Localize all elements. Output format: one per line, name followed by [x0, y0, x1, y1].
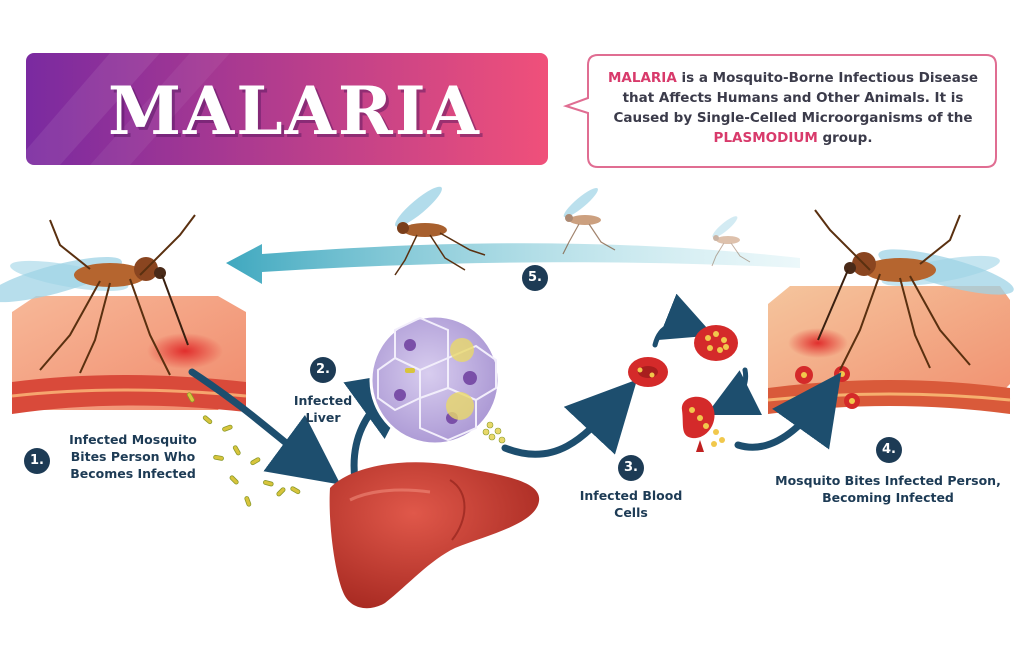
step-4-label-line: Mosquito Bites Infected Person, [775, 473, 1001, 488]
liver-icon [329, 462, 540, 609]
step-4-badge: 4. [876, 437, 902, 463]
step-2-badge: 2. [310, 357, 336, 383]
step-3-label-line: Cells [614, 505, 648, 520]
liver-cells-magnified [369, 314, 506, 446]
red-blood-cells [628, 325, 738, 452]
step-1-badge: 1. [24, 448, 50, 474]
title-banner [26, 53, 548, 165]
step-1-label: Infected Mosquito Bites Person Who Becom… [58, 431, 208, 482]
mosquito-icon [711, 216, 751, 267]
sporozoites [186, 392, 301, 507]
step-4-label-line: Becoming Infected [822, 490, 954, 505]
step-1-label-line: Becomes Infected [70, 466, 196, 481]
definition-callout [562, 54, 997, 168]
mosquito-icon [394, 186, 486, 276]
step-2-label-line: Infected [293, 393, 353, 408]
skin-block-left [11, 296, 247, 414]
step-3-label-line: Infected Blood [579, 488, 683, 503]
plasmodium-highlight: PLASMODIUM [713, 130, 818, 146]
banner-title: MALARIA [108, 72, 481, 150]
step-3-badge: 3. [618, 455, 644, 481]
mosquito-icon [562, 187, 616, 255]
skin-block-right [767, 286, 1011, 414]
step-3-label: Infected Blood Cells [564, 487, 698, 521]
step-5-badge: 5. [522, 265, 548, 291]
definition-end: group. [817, 130, 873, 146]
step-1-label-line: Infected Mosquito [69, 432, 197, 447]
malaria-highlight: MALARIA [607, 70, 677, 86]
step-2-label-line: Liver [305, 410, 341, 425]
mosquito-icon [0, 214, 196, 376]
mosquito-icon [814, 209, 1014, 371]
definition-text: MALARIA is a Mosquito-Borne Infectious D… [600, 68, 986, 148]
step-4-label: Mosquito Bites Infected Person, Becoming… [760, 472, 1016, 506]
return-arrow [226, 243, 800, 284]
definition-body: is a Mosquito-Borne Infectious Disease t… [613, 70, 979, 126]
step-2-label: Infected Liver [284, 392, 362, 426]
step-1-label-line: Bites Person Who [70, 449, 196, 464]
